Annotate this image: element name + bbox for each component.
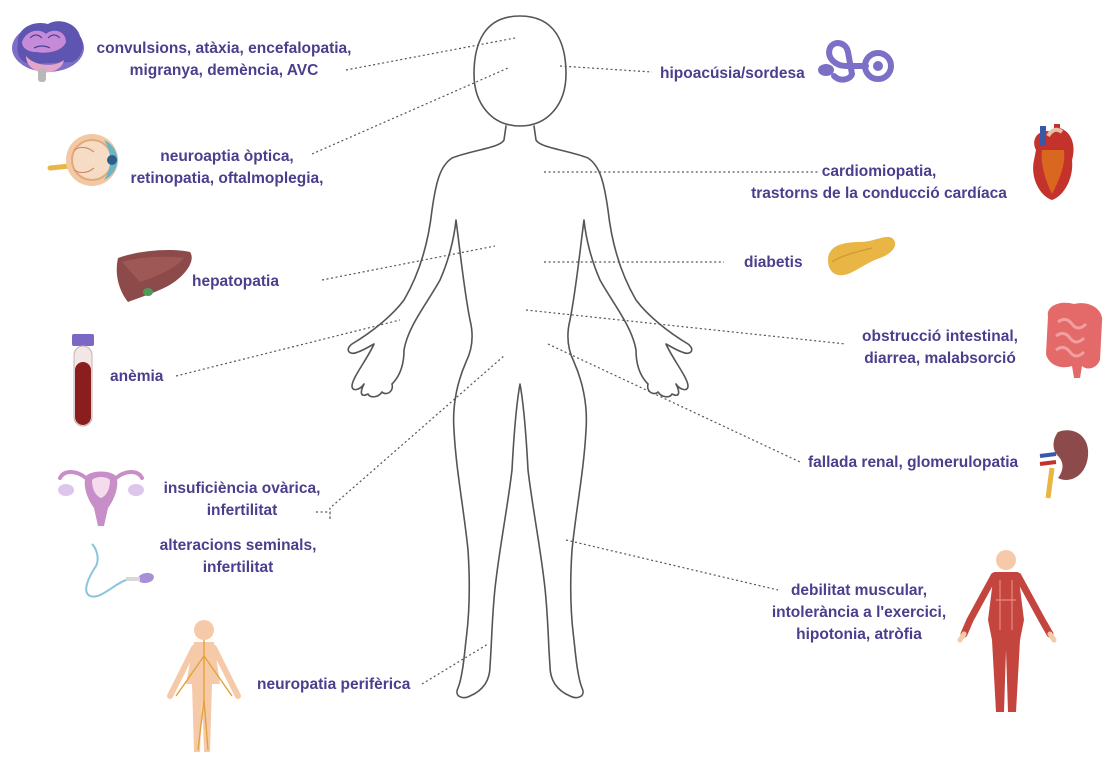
label-pancreas: diabetis: [744, 252, 803, 274]
connector-brain: [346, 38, 515, 70]
label-intestine-line-2: diarrea, malabsorció: [852, 348, 1028, 370]
heart-icon: [1033, 124, 1073, 200]
label-ovary: insuficiència ovàrica, infertilitat: [152, 478, 332, 522]
label-ovary-line-1: insuficiència ovàrica,: [152, 478, 332, 500]
label-heart: cardiomiopatia, trastorns de la conducci…: [744, 161, 1014, 205]
label-blood-line-1: anèmia: [110, 366, 163, 388]
label-eye: neuroaptia òptica, retinopatia, oftalmop…: [112, 146, 342, 190]
label-muscle-line-1: debilitat muscular,: [764, 580, 954, 602]
blood-tube-icon: [72, 334, 94, 426]
brain-icon: [12, 21, 84, 82]
label-nerves-line-1: neuropatia perifèrica: [257, 674, 410, 696]
label-muscle: debilitat muscular, intolerància a l'exe…: [764, 580, 954, 646]
label-pancreas-line-1: diabetis: [744, 252, 803, 274]
label-brain-line-2: migranya, demència, AVC: [92, 60, 356, 82]
uterus-icon: [58, 472, 144, 527]
kidney-icon: [1040, 430, 1088, 498]
nervous-system-icon: [170, 620, 238, 752]
connector-intestine: [526, 310, 846, 344]
label-brain: convulsions, atàxia, encefalopatia, migr…: [92, 38, 356, 82]
sperm-icon: [86, 544, 155, 597]
muscular-system-icon: [960, 550, 1054, 712]
label-intestine-line-1: obstrucció intestinal,: [852, 326, 1028, 348]
label-ear-line-1: hipoacúsia/sordesa: [660, 63, 805, 85]
connector-liver: [322, 246, 495, 280]
label-kidney: fallada renal, glomerulopatia: [808, 452, 1018, 474]
connector-ear: [560, 66, 652, 72]
connector-nerves: [422, 644, 488, 684]
connector-ovary: [316, 355, 505, 520]
label-heart-line-1: cardiomiopatia,: [744, 161, 1014, 183]
liver-icon: [117, 250, 192, 302]
label-sperm-line-2: infertilitat: [148, 557, 328, 579]
eye-icon: [50, 134, 118, 186]
intestine-icon: [1046, 303, 1102, 378]
label-kidney-line-1: fallada renal, glomerulopatia: [808, 452, 1018, 474]
label-heart-line-2: trastorns de la conducció cardíaca: [744, 183, 1014, 205]
label-intestine: obstrucció intestinal, diarrea, malabsor…: [852, 326, 1028, 370]
label-nerves: neuropatia perifèrica: [257, 674, 410, 696]
pancreas-icon: [828, 237, 895, 275]
human-body-outline: [348, 16, 692, 698]
label-eye-line-2: retinopatia, oftalmoplegia,: [112, 168, 342, 190]
connector-muscle: [566, 540, 778, 590]
label-liver: hepatopatia: [192, 271, 279, 293]
label-ovary-line-2: infertilitat: [152, 500, 332, 522]
label-muscle-line-2: intolerància a l'exercici,: [764, 602, 954, 624]
label-eye-line-1: neuroaptia òptica,: [112, 146, 342, 168]
inner-ear-icon: [818, 43, 891, 80]
label-liver-line-1: hepatopatia: [192, 271, 279, 293]
label-brain-line-1: convulsions, atàxia, encefalopatia,: [92, 38, 356, 60]
label-ear: hipoacúsia/sordesa: [660, 63, 805, 85]
label-sperm-line-1: alteracions seminals,: [148, 535, 328, 557]
label-blood: anèmia: [110, 366, 163, 388]
connector-lines: [176, 38, 846, 684]
label-muscle-line-3: hipotonia, atròfia: [764, 624, 954, 646]
label-sperm: alteracions seminals, infertilitat: [148, 535, 328, 579]
